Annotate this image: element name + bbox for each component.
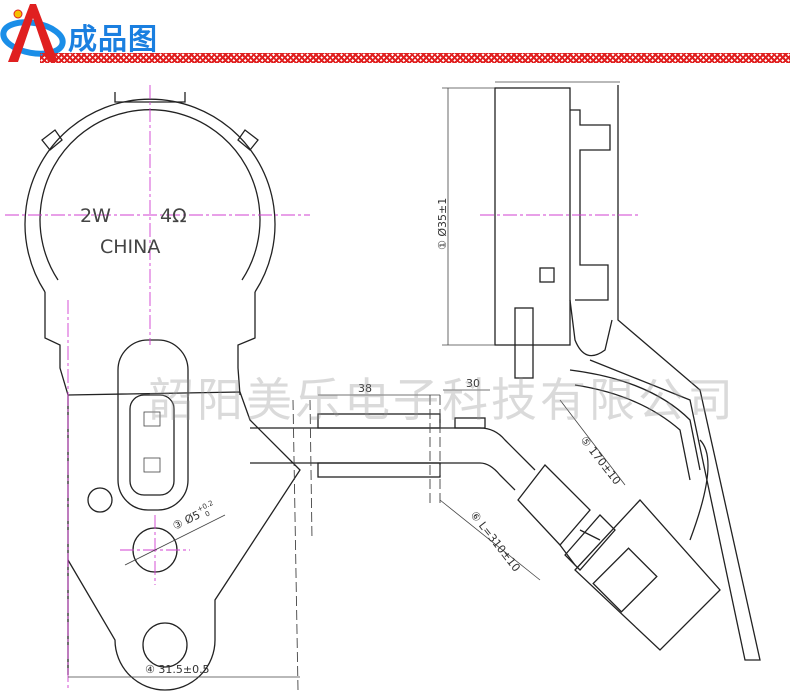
width-dimension: ④ 31.5±0.5: [145, 663, 210, 676]
logo-icon: [0, 4, 66, 62]
connector-dimension: ⑤ 170±10: [578, 434, 624, 487]
lead-wires: [250, 395, 721, 691]
origin-label: CHINA: [100, 236, 160, 258]
power-rating: 2W: [80, 205, 111, 227]
svg-text:③ Ø5+0.20: ③ Ø5+0.20: [170, 499, 218, 534]
impedance-rating: 4Ω: [160, 205, 187, 227]
decorative-strip: [40, 53, 790, 63]
lead-segment-b-dimension: 30: [466, 377, 480, 390]
side-view: ① Ø35±1: [436, 81, 761, 661]
hole-tolerance-lower: 0: [204, 510, 212, 519]
lead-segment-a-dimension: 38: [358, 382, 372, 395]
watermark: 韶阳美乐电子科技有限公司: [148, 373, 736, 427]
page-title: 成品图: [68, 22, 159, 56]
header: 成品图: [0, 0, 790, 66]
lead-length-dimension: ⑥ L=310±10: [468, 509, 523, 574]
diameter-dimension: ① Ø35±1: [436, 198, 449, 250]
front-view: 2W 4Ω CHINA: [5, 85, 310, 691]
